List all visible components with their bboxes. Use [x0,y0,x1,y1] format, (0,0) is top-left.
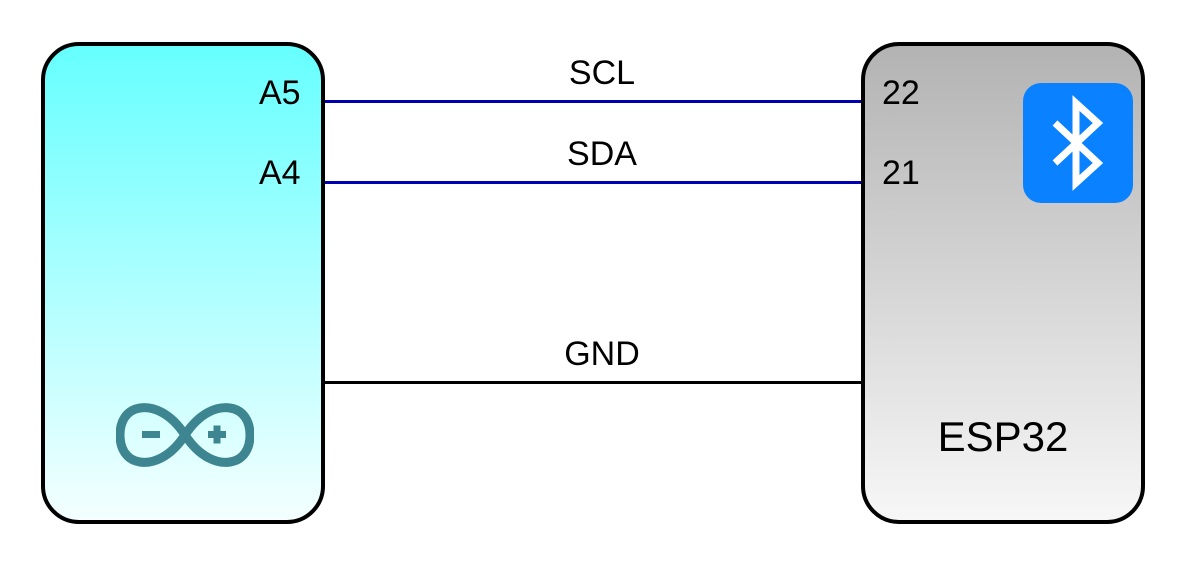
esp32-pin-22: 22 [882,74,920,112]
wire-label-sda: SDA [567,135,637,173]
arduino-pin-a4: A4 [259,154,301,192]
bluetooth-icon [1023,83,1133,203]
wire-sda [325,181,861,184]
esp32-title: ESP32 [937,413,1069,460]
arduino-logo-icon [116,403,254,467]
wire-label-scl: SCL [568,54,636,92]
wire-gnd [325,381,861,384]
esp32-pin-21: 21 [882,154,920,192]
arduino-pin-a5: A5 [259,74,301,112]
wire-label-gnd: GND [564,335,640,373]
wire-scl [325,100,861,103]
